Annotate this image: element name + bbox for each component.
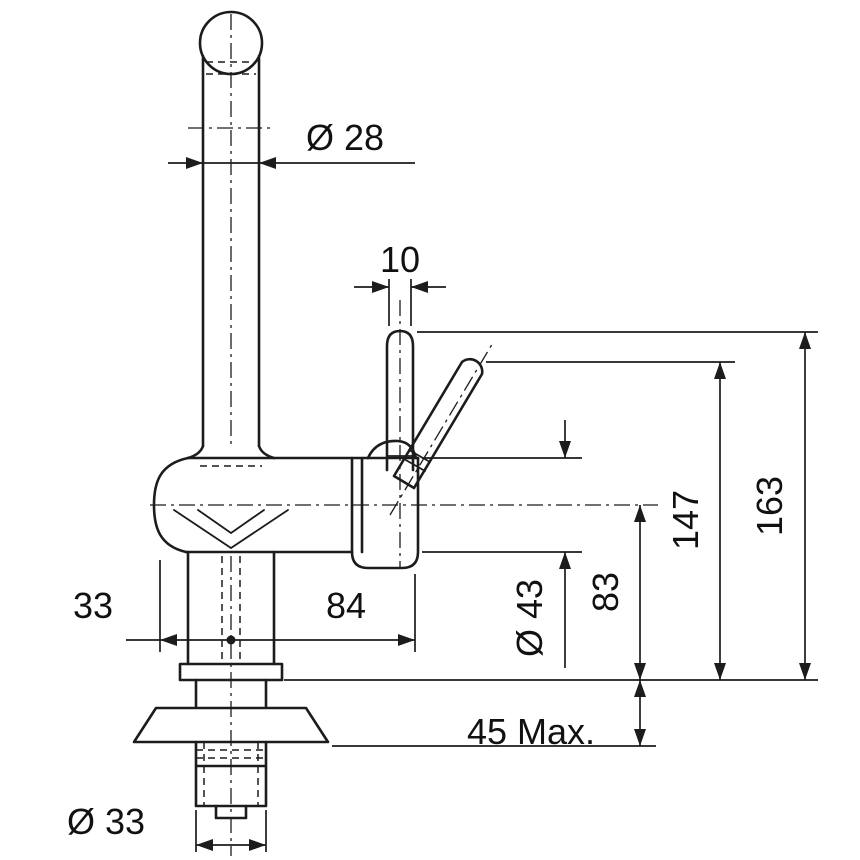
arrow-shank-right	[249, 839, 266, 851]
lever-angled-joint	[403, 449, 431, 472]
dim-line-overall-height	[417, 331, 818, 680]
dim-label-outlet-height: 83	[585, 572, 626, 612]
base-stem-hidden-hose	[221, 556, 241, 662]
lever-axis-angled	[389, 340, 495, 516]
dim-label-shank-diameter: Ø 33	[67, 801, 145, 842]
arrow-handle-left	[372, 281, 389, 293]
arrow-spout-dia-right	[259, 157, 276, 169]
dimension-arrowheads	[160, 157, 811, 851]
lever-angled	[392, 357, 484, 490]
valve-cap	[350, 456, 420, 570]
dim-label-center-to-lever: 84	[326, 585, 366, 626]
base-neck	[194, 678, 268, 708]
dim-label-max-deck-thickness: 45 Max.	[467, 711, 595, 752]
deck-flange	[132, 706, 330, 744]
dim-line-handle-thickness	[354, 279, 446, 326]
arrow-163-bottom	[799, 663, 811, 680]
arrow-83-top	[634, 505, 646, 522]
spout-tube	[201, 54, 261, 448]
dim-label-lever-height: 147	[665, 490, 706, 550]
dim-line-body-diameter	[422, 420, 582, 668]
shank-outline	[194, 740, 268, 808]
dim-label-spout-diameter: Ø 28	[306, 117, 384, 158]
dimension-labels: Ø 28 10 33 84 Ø 43 83 147 163 45 Max. Ø …	[67, 117, 790, 842]
arrow-163-top	[799, 332, 811, 349]
arrow-45-bottom	[634, 729, 646, 746]
dimension-lines	[126, 162, 818, 852]
arrow-147-bottom	[714, 663, 726, 680]
arrow-shank-left	[196, 839, 213, 851]
dim-line-lever-height	[486, 361, 735, 680]
arrow-83-bottom	[634, 663, 646, 680]
arrow-spout-dia-left	[186, 157, 203, 169]
base-stem	[186, 550, 276, 666]
arrow-33-left	[160, 634, 177, 646]
arrow-45-top	[634, 680, 646, 697]
dim-label-handle-thickness: 10	[380, 239, 420, 280]
dim-label-overall-height: 163	[749, 476, 790, 536]
centerlines	[150, 14, 658, 856]
arrow-43-bottom	[559, 552, 571, 569]
body-funnel-detail	[173, 509, 289, 550]
arrow-handle-right	[411, 281, 428, 293]
spout-flare	[186, 444, 276, 460]
dim-label-center-to-left: 33	[73, 585, 113, 626]
arrow-84-right	[398, 634, 415, 646]
arrow-147-top	[714, 362, 726, 379]
arrow-43-top	[559, 441, 571, 458]
dim-center-dot	[226, 635, 236, 645]
dim-label-body-diameter: Ø 43	[509, 579, 550, 657]
